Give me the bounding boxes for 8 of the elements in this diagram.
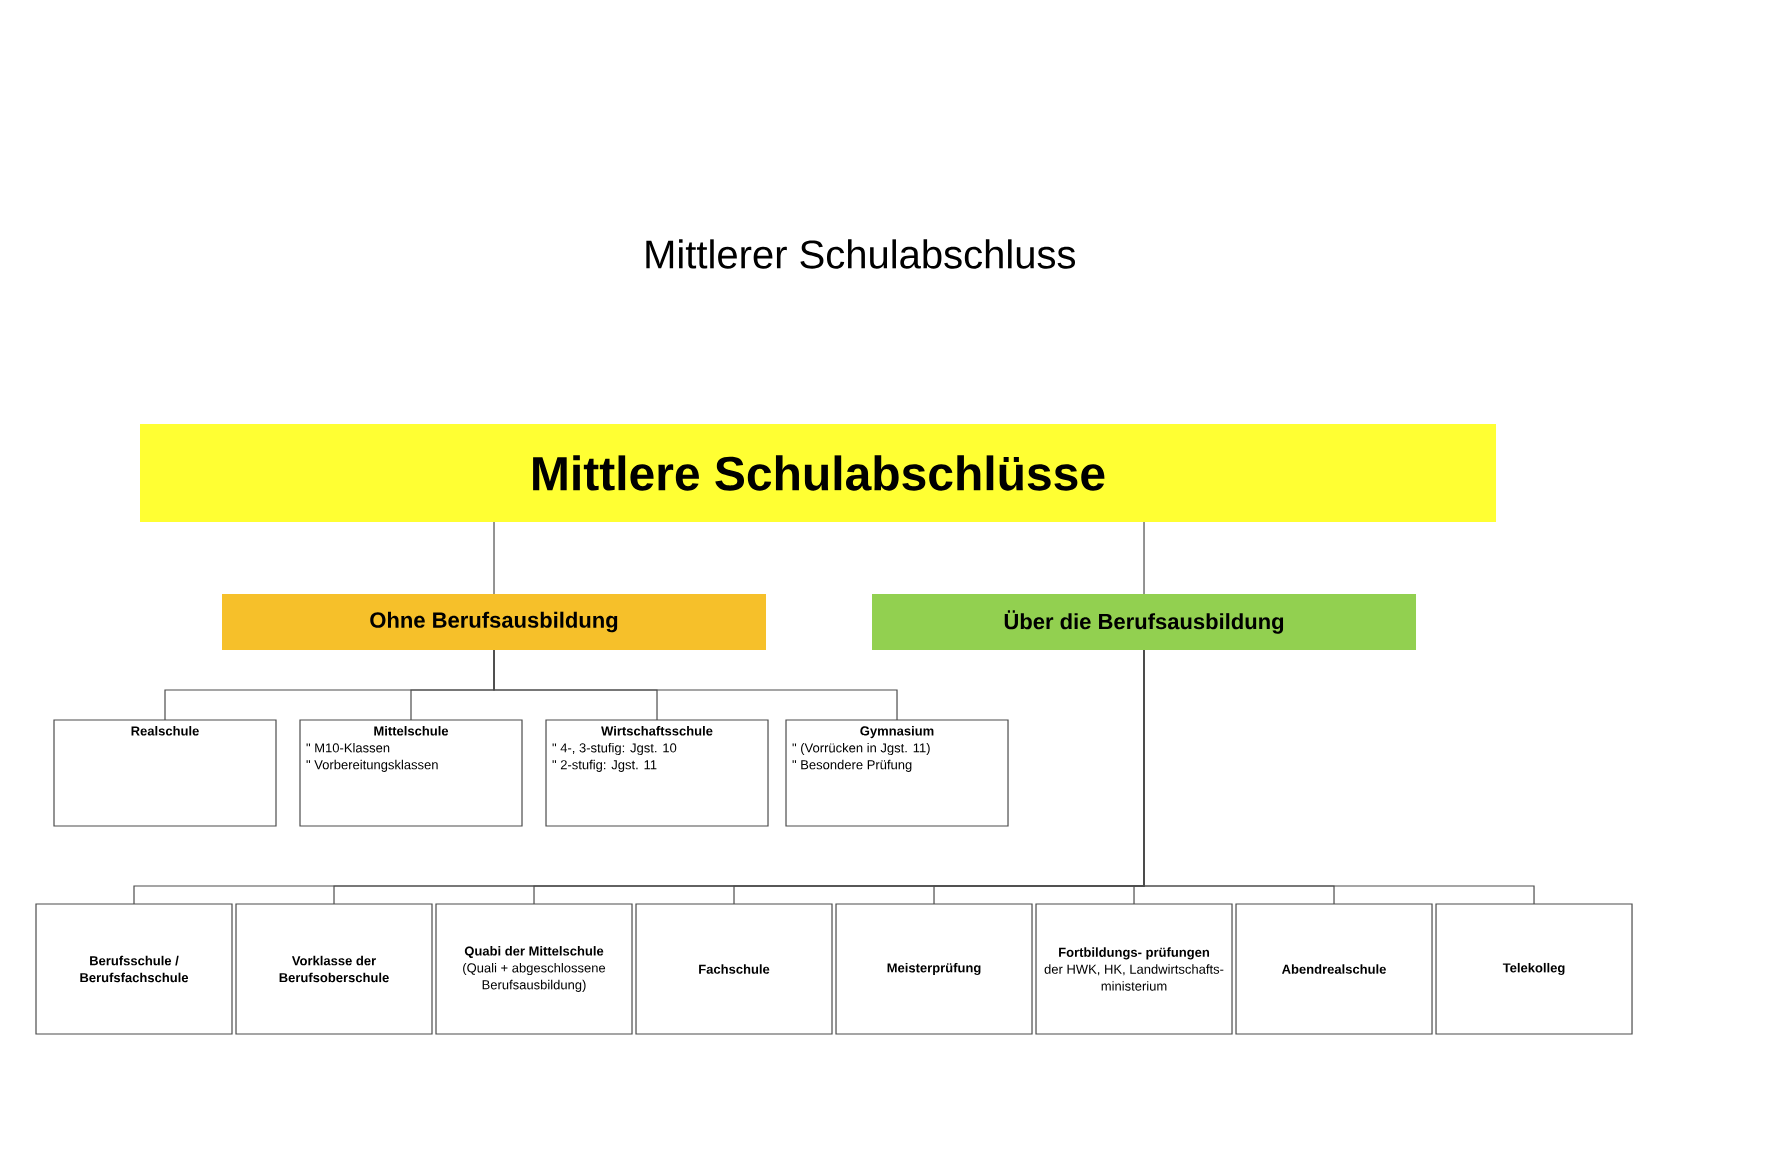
category-bar: Über die Berufsausbildung bbox=[872, 594, 1416, 650]
connector-line bbox=[1143, 521, 1145, 595]
connector-line bbox=[493, 649, 898, 721]
heading-banner: Mittlere Schulabschlüsse bbox=[140, 424, 1496, 522]
page-title: Mittlerer Schulabschluss bbox=[646, 239, 1075, 269]
category-bar: Ohne Berufsausbildung bbox=[222, 594, 766, 650]
connector-line bbox=[493, 521, 495, 595]
connector-line bbox=[1143, 649, 1535, 905]
